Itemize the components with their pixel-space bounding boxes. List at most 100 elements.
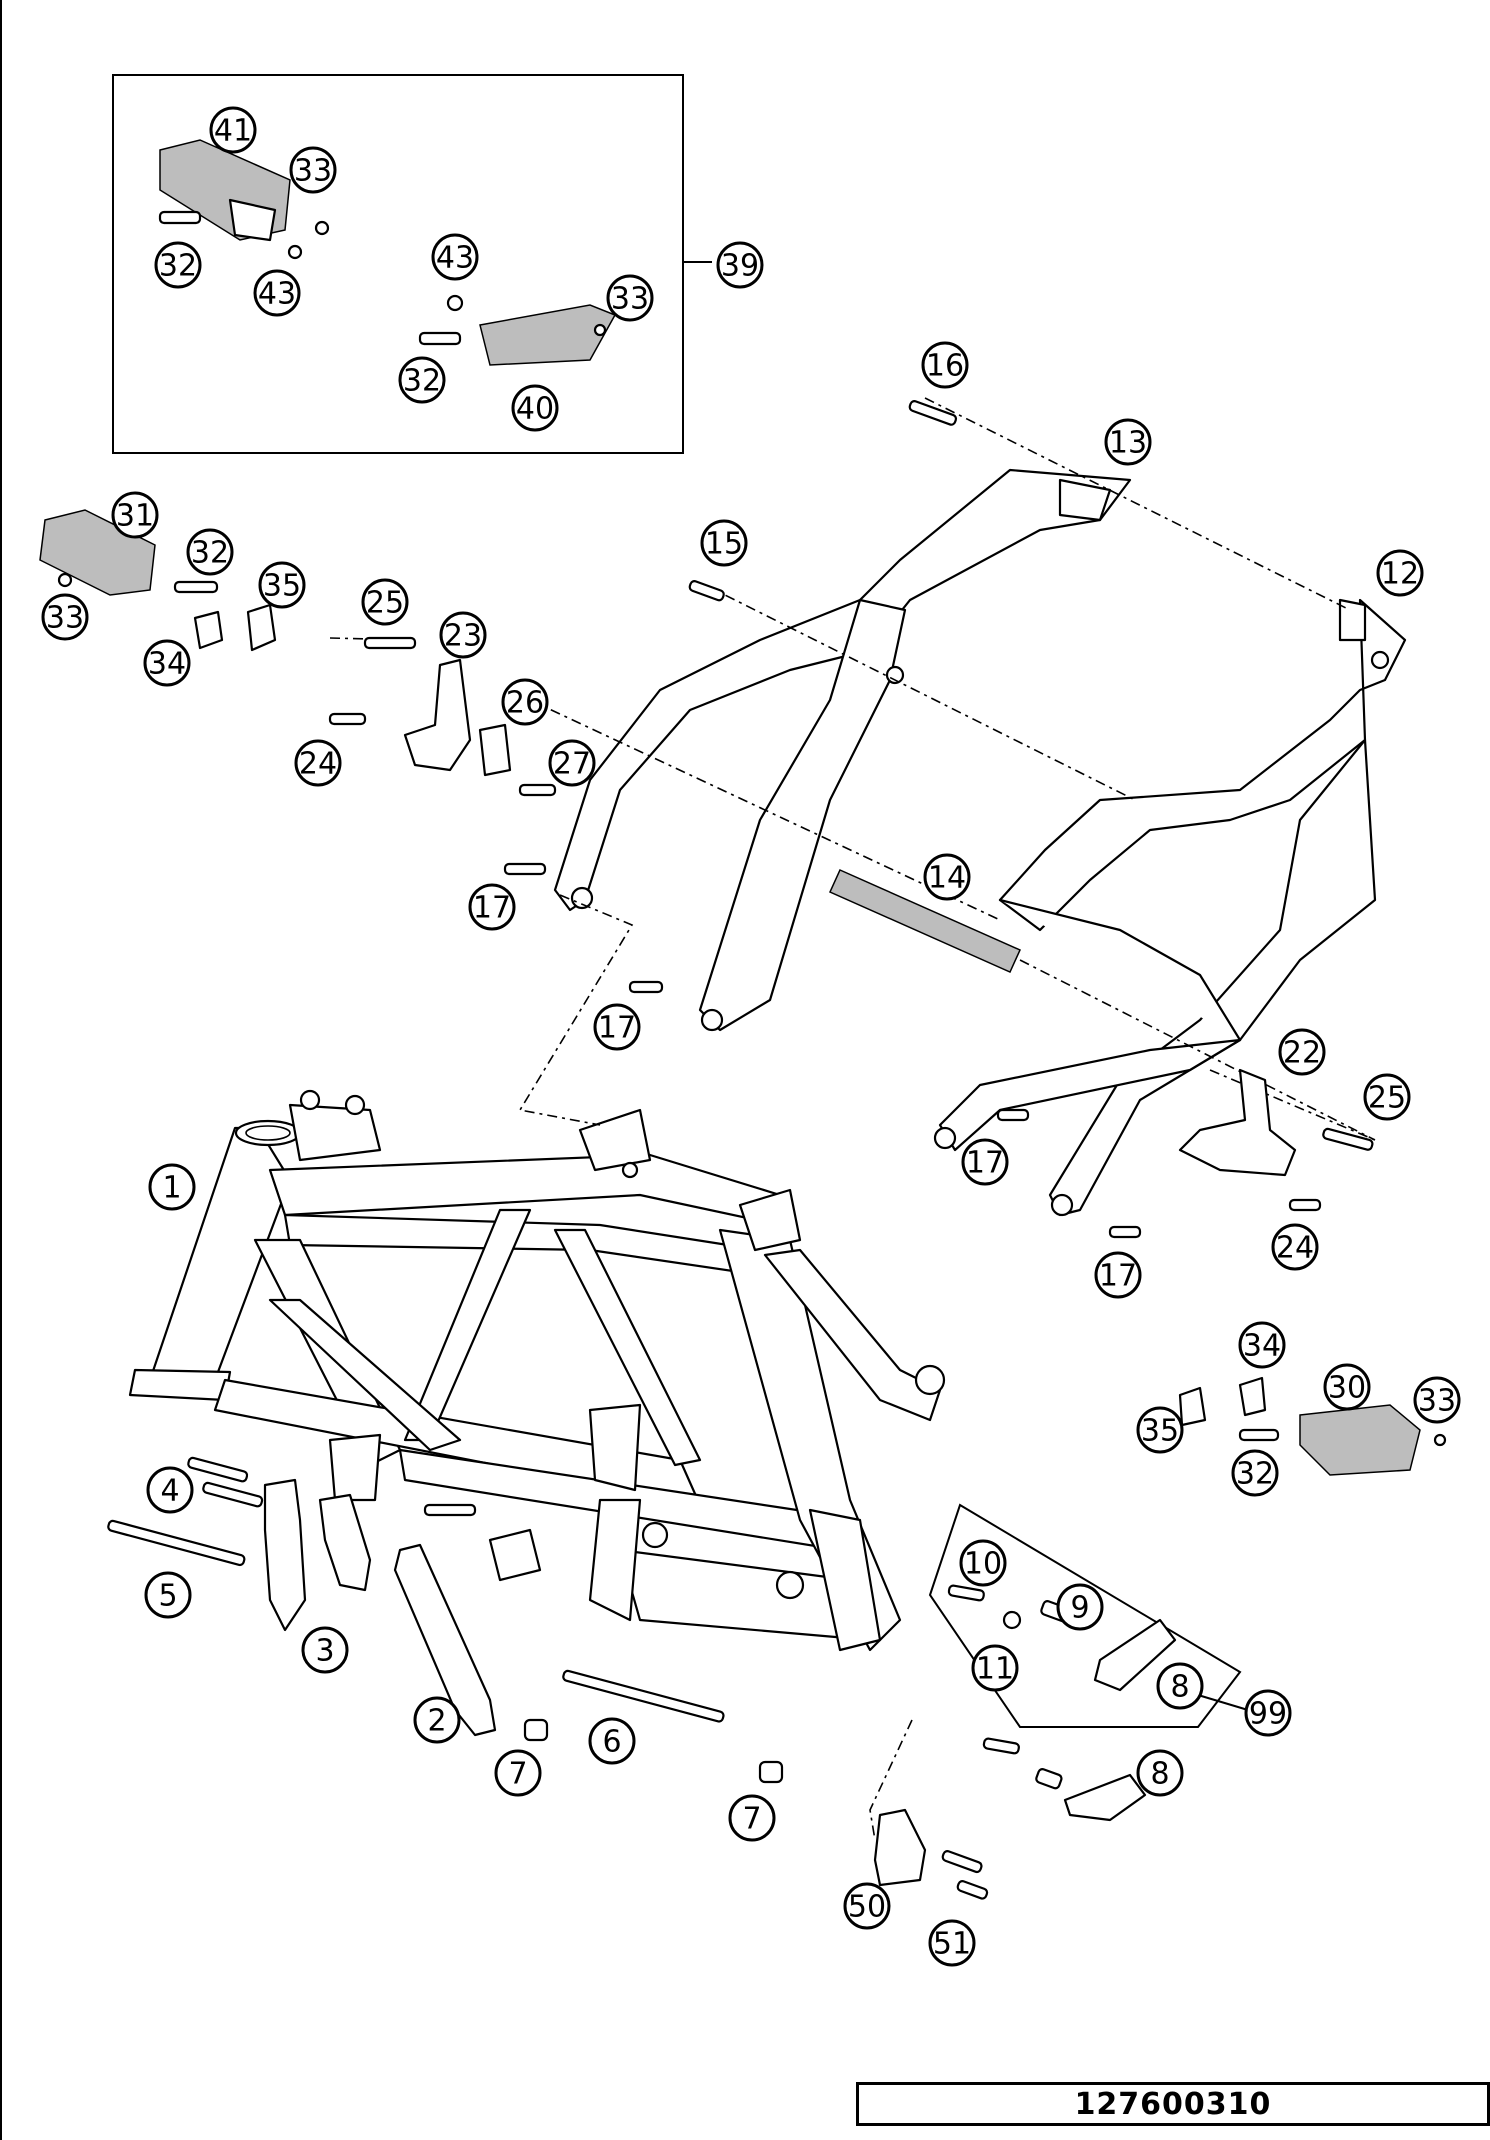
callout-number: 32 [159,249,197,284]
callout-circle [593,1003,641,1051]
callout-circle [716,241,764,289]
callout-circle [431,233,479,281]
small-parts [39,139,1447,1900]
callout-number: 8 [1170,1670,1189,1705]
callout-number: 7 [508,1757,527,1792]
callout-circle [1278,1028,1326,1076]
callout-circle [1323,1363,1371,1411]
callout-number: 8 [1150,1757,1169,1792]
callout-16: 16 [921,341,969,389]
callout-34: 34 [1238,1321,1286,1369]
callout-circle [294,739,342,787]
callout-number: 50 [848,1890,886,1925]
callout-3: 3 [301,1626,349,1674]
callout-circle [148,1163,196,1211]
footrest-kit-inset [112,74,712,454]
callout-40: 40 [511,384,559,432]
callout-2: 2 [413,1696,461,1744]
callout-circle [146,1466,194,1514]
callout-circle [413,1696,461,1744]
callout-circle [971,1644,1019,1692]
callout-number: 32 [1236,1457,1274,1492]
callout-17: 17 [593,1003,641,1051]
callout-number: 13 [1109,426,1147,461]
callout-8: 8 [1136,1749,1184,1797]
callout-circle [1376,549,1424,597]
callout-number: 24 [1276,1231,1314,1266]
callout-circle [144,1571,192,1619]
callout-number: 32 [191,536,229,571]
callout-circle [301,1626,349,1674]
callout-17: 17 [961,1138,1009,1186]
callout-number: 27 [553,747,591,782]
callout-43: 43 [431,233,479,281]
kit-99-outline [928,1503,1242,1728]
callout-circle [1094,1251,1142,1299]
callout-32: 32 [154,241,202,289]
callout-6: 6 [588,1717,636,1765]
callout-circle [1413,1376,1461,1424]
callout-circle [361,578,409,626]
callout-circle [1238,1321,1286,1369]
callout-9: 9 [1056,1583,1104,1631]
callout-number: 14 [928,861,966,896]
callout-circle [921,341,969,389]
callout-number: 15 [705,527,743,562]
callout-number: 17 [598,1011,636,1046]
callout-circle [253,269,301,317]
callout-23: 23 [439,611,487,659]
callout-number: 33 [611,282,649,317]
callout-number: 32 [403,364,441,399]
callout-33: 33 [606,274,654,322]
callout-41: 41 [209,106,257,154]
callout-number: 23 [444,619,482,654]
callout-31: 31 [111,491,159,539]
callout-circle [258,561,306,609]
callout-7: 7 [728,1794,776,1842]
callout-circle [1156,1662,1204,1710]
callout-25: 25 [1363,1073,1411,1121]
callout-number: 9 [1070,1591,1089,1626]
callout-4: 4 [146,1466,194,1514]
callout-number: 1 [162,1171,181,1206]
callout-number: 2 [427,1704,446,1739]
callout-circle [588,1717,636,1765]
callout-number: 35 [1141,1414,1179,1449]
callout-number: 34 [1243,1329,1281,1364]
bar-14 [829,869,1021,973]
callout-labels: 4133324343333932401613313235333415122523… [41,106,1461,1967]
callout-number: 43 [258,277,296,312]
callout-circle [1244,1689,1292,1737]
callout-circle [1056,1583,1104,1631]
callout-circle [111,491,159,539]
callout-5: 5 [144,1571,192,1619]
callout-number: 39 [721,249,759,284]
callout-number: 7 [742,1802,761,1837]
callout-11: 11 [971,1644,1019,1692]
callout-51: 51 [928,1919,976,1967]
callout-circle [923,853,971,901]
callout-circle [501,678,549,726]
callout-number: 17 [473,891,511,926]
callout-17: 17 [1094,1251,1142,1299]
callout-circle [439,611,487,659]
callout-26: 26 [501,678,549,726]
callout-number: 51 [933,1927,971,1962]
callout-number: 22 [1283,1036,1321,1071]
callout-number: 26 [506,686,544,721]
callout-35: 35 [1136,1406,1184,1454]
callout-circle [1271,1223,1319,1271]
document-number-box: 127600310 [856,2082,1490,2126]
callout-number: 4 [160,1474,179,1509]
callout-number: 43 [436,241,474,276]
callout-33: 33 [41,593,89,641]
callout-8: 8 [1156,1662,1204,1710]
callout-circle [154,241,202,289]
callout-25: 25 [361,578,409,626]
callout-number: 6 [602,1725,621,1760]
callout-circle [494,1749,542,1797]
callout-number: 25 [1368,1081,1406,1116]
callout-number: 34 [148,647,186,682]
callout-number: 31 [116,499,154,534]
